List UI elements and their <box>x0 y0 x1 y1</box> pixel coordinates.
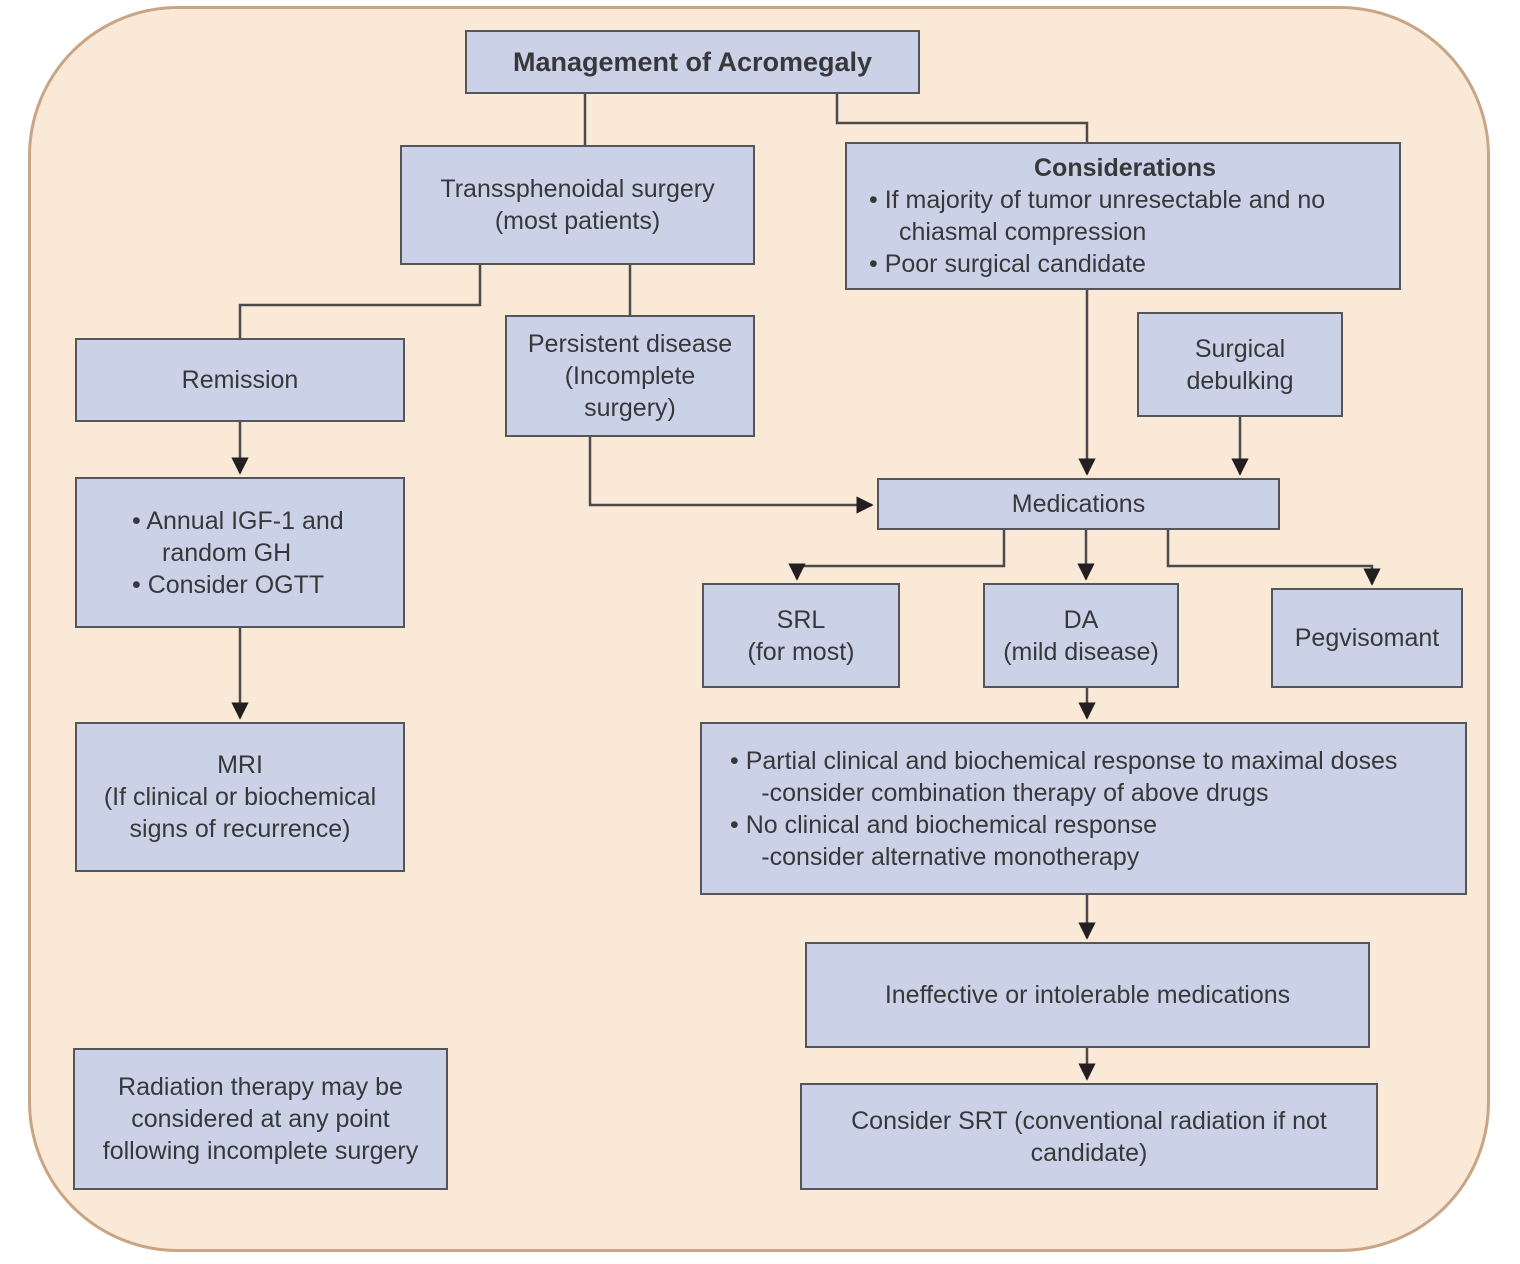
node-radiation-therapy-note-text: Radiation therapy may be considered at a… <box>102 1073 419 1165</box>
node-ineffective-medications: Ineffective or intolerable medications <box>805 942 1370 1048</box>
node-title-text: Management of Acromegaly <box>512 46 873 77</box>
node-considerations-line: • Poor surgical candidate <box>869 250 1146 278</box>
node-surgical-debulking-text: Surgical debulking <box>1186 334 1294 395</box>
node-transsphenoidal-surgery: Transsphenoidal surgery (most patients) <box>400 145 755 265</box>
node-medication-response: • Partial clinical and biochemical respo… <box>700 722 1467 895</box>
node-persistent-disease-text: Persistent disease (Incomplete surgery) <box>527 330 733 422</box>
node-da: DA (mild disease) <box>983 583 1179 688</box>
node-medications: Medications <box>877 478 1280 530</box>
node-persistent-disease: Persistent disease (Incomplete surgery) <box>505 315 755 437</box>
node-medications-text: Medications <box>1011 490 1146 518</box>
node-annual-monitoring: • Annual IGF-1 and random GH • Consider … <box>75 477 405 628</box>
node-medication-response-line: -consider combination therapy of above d… <box>761 778 1269 807</box>
node-annual-monitoring-line: random GH <box>162 538 292 567</box>
node-da-text: DA (mild disease) <box>1003 605 1159 666</box>
node-considerations-heading: Considerations <box>1034 154 1216 182</box>
node-pegvisomant: Pegvisomant <box>1271 588 1463 688</box>
node-mri-text: MRI (If clinical or biochemical signs of… <box>103 751 377 843</box>
node-mri: MRI (If clinical or biochemical signs of… <box>75 722 405 872</box>
node-remission: Remission <box>75 338 405 422</box>
node-srl-text: SRL (for most) <box>747 605 855 666</box>
node-considerations-line: • If majority of tumor unresectable and … <box>869 186 1326 214</box>
node-medication-response-line: • No clinical and biochemical response <box>730 810 1158 839</box>
node-transsphenoidal-surgery-text: Transsphenoidal surgery (most patients) <box>440 175 715 235</box>
node-surgical-debulking: Surgical debulking <box>1137 312 1343 417</box>
node-consider-srt: Consider SRT (conventional radiation if … <box>800 1083 1378 1190</box>
node-remission-text: Remission <box>181 366 299 394</box>
node-ineffective-medications-text: Ineffective or intolerable medications <box>884 981 1291 1009</box>
node-pegvisomant-text: Pegvisomant <box>1294 624 1440 652</box>
node-consider-srt-text: Consider SRT (conventional radiation if … <box>851 1106 1327 1167</box>
node-considerations: Considerations • If majority of tumor un… <box>845 142 1401 290</box>
node-medication-response-line: • Partial clinical and biochemical respo… <box>730 746 1398 775</box>
node-annual-monitoring-line: • Annual IGF-1 and <box>132 506 344 535</box>
node-srl: SRL (for most) <box>702 583 900 688</box>
node-considerations-line: chiasmal compression <box>899 218 1147 246</box>
node-medication-response-line: -consider alternative monotherapy <box>761 842 1140 871</box>
node-radiation-therapy-note: Radiation therapy may be considered at a… <box>73 1048 448 1190</box>
node-management-of-acromegaly: Management of Acromegaly <box>465 30 920 94</box>
node-annual-monitoring-line: • Consider OGTT <box>132 570 325 599</box>
